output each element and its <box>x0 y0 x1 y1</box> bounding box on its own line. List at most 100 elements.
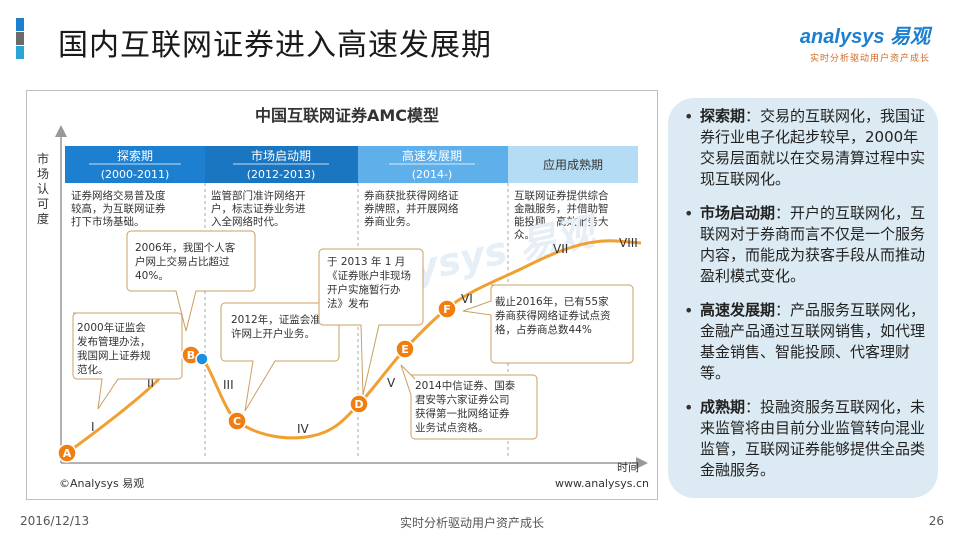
phase-desc-line: 入全网络时代。 <box>211 215 285 228</box>
stage-label-4: IV <box>297 422 310 436</box>
y-label-char: 场 <box>37 167 49 181</box>
callout-line: 截止2016年，已有55家 <box>495 295 609 308</box>
analysys-logo: analysys 易观 实时分析驱动用户资产成长 <box>800 20 930 64</box>
y-label-char: 可 <box>37 197 49 211</box>
milestone-point-D <box>349 394 369 414</box>
stage-label-8: VIII <box>619 236 638 250</box>
milestone-point-C <box>227 411 247 431</box>
text-3: ：产品服务互联网化，金融产品通过互联网销售，如代理基金销售、智能投顾、代客理财等… <box>700 301 926 382</box>
highlight-dot <box>195 352 209 366</box>
milestone-label-C: C <box>233 415 241 428</box>
callout-line: 我国网上证券规 <box>77 349 151 362</box>
phase-name-3: 高速发展期 <box>402 148 462 163</box>
term-2: 市场启动期 <box>700 204 776 222</box>
term-1: 探索期 <box>700 107 746 125</box>
phase-desc-line: 互联网证券提供综合 <box>514 189 609 202</box>
term-3: 高速发展期 <box>700 301 776 319</box>
callout-line: 《证券账户非现场 <box>327 269 411 282</box>
phase-years-3: (2014-) <box>412 168 453 181</box>
phase-desc-line: 证券网络交易普及度 <box>71 189 166 202</box>
milestone-label-A: A <box>63 447 72 460</box>
page-number: 26 <box>928 514 944 528</box>
stage-label-3: III <box>223 378 234 392</box>
stage-label-7: VII <box>553 242 568 256</box>
footer-slogan: 实时分析驱动用户资产成长 <box>400 516 545 530</box>
explanation-item-2: 市场启动期：开户的互联网化，互联网对于券商而言不仅是一个服务内容，而能成为获客手… <box>682 203 928 287</box>
callout-line: 2014中信证券、国泰 <box>415 379 516 392</box>
chart-site: www.analysys.cn <box>555 477 649 490</box>
phase-desc-line: 众。 <box>514 229 535 241</box>
phase-years-2: (2012-2013) <box>247 168 316 181</box>
phase-desc-line: 较高，为互联网证券 <box>71 202 166 215</box>
milestone-label-F: F <box>443 303 451 316</box>
callout-line: 君安等六家证券公司 <box>415 393 510 406</box>
callout-line: 2000年证监会 <box>77 321 146 334</box>
text-4: ：投融资服务互联网化，未来监管将由目前分业监管转向混业监管，互联网证券能够提供全… <box>700 398 926 479</box>
callout-line: 券商获得网络证券试点资 <box>495 309 611 322</box>
phase-header-1: 探索期 (2000-2011) <box>65 146 205 183</box>
callout-line: 许网上开户业务。 <box>231 327 315 340</box>
callout-line: 户网上交易占比超过 <box>135 255 230 268</box>
phase-years-1: (2000-2011) <box>101 168 170 181</box>
footer-date: 2016/12/13 <box>20 514 90 528</box>
phase-desc-line: 券商业务。 <box>364 215 417 228</box>
callout-line: 法》发布 <box>327 297 369 310</box>
phase-desc-line: 打下市场基础。 <box>71 215 145 228</box>
milestone-points: A B C D E F <box>57 299 457 463</box>
y-label-char: 认 <box>37 182 49 196</box>
phase-desc-line: 券商获批获得网络证 <box>364 189 459 202</box>
logo-tagline: 实时分析驱动用户资产成长 <box>809 54 930 64</box>
phase-header-4: 应用成熟期 <box>508 146 638 183</box>
stage-label-5: V <box>387 376 396 390</box>
title-accent-bar <box>16 18 24 59</box>
y-label-char: 市 <box>37 151 49 166</box>
phase-header-2: 市场启动期 (2012-2013) <box>205 146 358 183</box>
milestone-label-E: E <box>401 343 409 356</box>
callout-line: 格，占券商总数44% <box>495 323 592 336</box>
callout-line: 业务试点资格。 <box>415 421 489 434</box>
phase-name-1: 探索期 <box>117 149 153 163</box>
phase-explanation-panel: 探索期：交易的互联网化，我国证券行业电子化起步较早，2000年交易层面就以在交易… <box>668 98 938 498</box>
x-axis-label: 时间 <box>617 461 639 474</box>
callout-line: 2006年，我国个人客 <box>135 241 236 254</box>
milestone-label-B: B <box>187 349 195 362</box>
milestone-point-E <box>395 339 415 359</box>
chart-title: 中国互联网证券AMC模型 <box>255 106 439 125</box>
milestone-label-D: D <box>354 398 363 411</box>
stage-label-1: I <box>91 420 95 434</box>
callout-line: 获得第一批网络证券 <box>415 407 510 420</box>
phase-desc-line: 金融服务，并借助智 <box>514 202 609 215</box>
term-4: 成熟期 <box>700 398 746 416</box>
explanation-item-4: 成熟期：投融资服务互联网化，未来监管将由目前分业监管转向混业监管，互联网证券能够… <box>682 397 928 481</box>
page-title: 国内互联网证券进入高速发展期 <box>58 28 492 63</box>
callout-line: 开户实施暂行办 <box>327 283 401 296</box>
y-label-char: 度 <box>37 211 49 226</box>
logo-a-icon: a <box>799 26 812 48</box>
callout-line: 40%。 <box>135 270 169 282</box>
phase-desc-line: 能投顾，高效服务大 <box>514 215 609 228</box>
callout-line: 于 2013 年 1 月 <box>327 255 405 268</box>
text-2: ：开户的互联网化，互联网对于券商而言不仅是一个服务内容，而能成为获客手段从而推动… <box>700 204 926 285</box>
logo-text: nalysys <box>811 26 885 48</box>
logo-cn: 易观 <box>890 26 930 48</box>
callout-line: 范化。 <box>77 363 109 376</box>
callout-line: 2012年，证监会准 <box>231 313 321 326</box>
explanation-item-3: 高速发展期：产品服务互联网化，金融产品通过互联网销售，如代理基金销售、智能投顾、… <box>682 300 928 384</box>
chart-copyright: ©Analysys 易观 <box>59 477 144 490</box>
explanation-item-1: 探索期：交易的互联网化，我国证券行业电子化起步较早，2000年交易层面就以在交易… <box>682 106 928 190</box>
phase-header-3: 高速发展期 (2014-) <box>358 146 508 183</box>
text-1: ：交易的互联网化，我国证券行业电子化起步较早，2000年交易层面就以在交易清算过… <box>700 107 926 188</box>
phase-name-4: 应用成熟期 <box>543 157 603 172</box>
